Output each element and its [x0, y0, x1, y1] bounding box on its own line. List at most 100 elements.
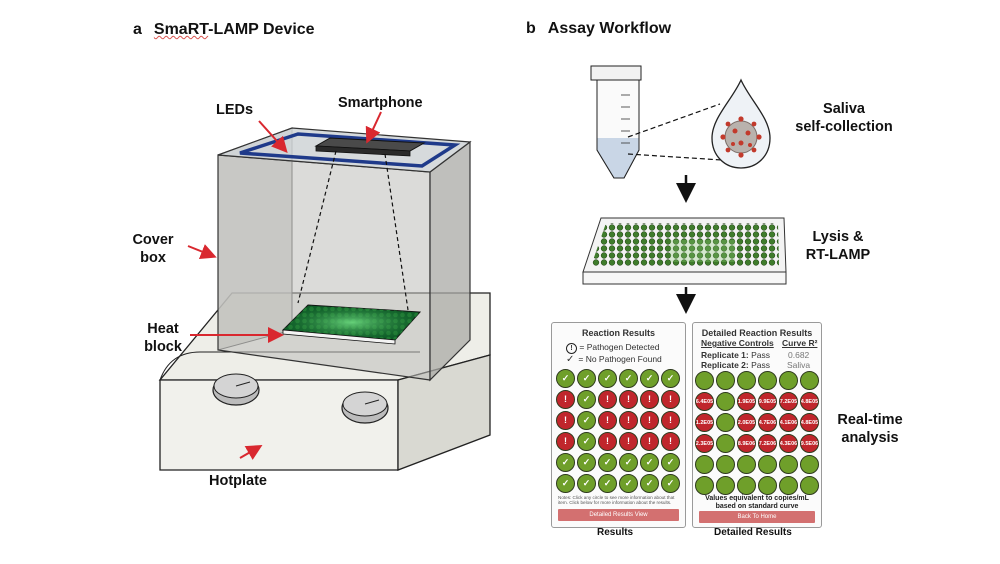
detail-well[interactable]: 4.7E06 — [758, 413, 777, 432]
detail-well[interactable] — [779, 476, 798, 495]
heat-block — [281, 304, 422, 345]
lysis-label: Lysis & RT-LAMP — [800, 228, 876, 264]
detail-well[interactable] — [800, 371, 819, 390]
detail-well[interactable]: 2.3E05 — [695, 434, 714, 453]
result-well[interactable]: ✓ — [640, 369, 659, 388]
result-well[interactable]: ! — [619, 411, 638, 430]
detail-well[interactable]: 4.8E05 — [800, 413, 819, 432]
detail-well[interactable]: 1.9E05 — [737, 392, 756, 411]
detail-well[interactable]: 7.2E05 — [779, 392, 798, 411]
result-well[interactable]: ✓ — [619, 474, 638, 493]
detail-well[interactable] — [716, 392, 735, 411]
result-well[interactable]: ✓ — [577, 369, 596, 388]
knob-left-icon — [212, 373, 260, 406]
result-well[interactable]: ✓ — [556, 369, 575, 388]
detail-well[interactable]: 1.2E05 — [695, 413, 714, 432]
result-well[interactable]: ! — [598, 432, 617, 451]
detail-well-value: 4.3E06 — [779, 440, 798, 447]
leds-label: LEDs — [216, 102, 254, 118]
result-well[interactable]: ! — [556, 411, 575, 430]
results-screen: Reaction Results ! = Pathogen Detected ✓… — [551, 322, 686, 528]
result-well[interactable]: ! — [598, 390, 617, 409]
cover-box-label: Cover box — [127, 231, 179, 267]
result-well[interactable]: ! — [619, 390, 638, 409]
result-well[interactable]: ✓ — [619, 453, 638, 472]
detail-well-value: 4.8E05 — [800, 419, 819, 426]
detail-well[interactable]: 9.5E06 — [800, 434, 819, 453]
detail-well[interactable] — [800, 476, 819, 495]
result-well[interactable]: ! — [556, 390, 575, 409]
result-well[interactable]: ✓ — [661, 453, 680, 472]
detail-well[interactable]: 4.8E05 — [800, 392, 819, 411]
result-well[interactable]: ! — [661, 411, 680, 430]
detail-well[interactable] — [737, 371, 756, 390]
checkmark-icon: ✓ — [582, 373, 591, 383]
checkmark-icon: ✓ — [582, 436, 591, 446]
detail-well[interactable] — [779, 371, 798, 390]
result-well[interactable]: ✓ — [619, 369, 638, 388]
detail-well[interactable] — [716, 434, 735, 453]
detail-well-value: 1.2E05 — [695, 419, 714, 426]
legend-none: ✓ = No Pathogen Found — [566, 354, 662, 365]
detail-footer: Values equivalent to copies/mL based on … — [697, 495, 817, 511]
result-well[interactable]: ✓ — [577, 432, 596, 451]
detail-well[interactable] — [737, 476, 756, 495]
detail-well[interactable] — [716, 413, 735, 432]
hotplate-label: Hotplate — [209, 473, 267, 489]
result-well[interactable]: ! — [661, 390, 680, 409]
detailed-results-button[interactable]: Detailed Results View — [558, 509, 679, 521]
result-well[interactable]: ✓ — [556, 474, 575, 493]
replicate-1: Replicate 1: Pass — [701, 350, 770, 360]
detail-well[interactable]: 7.2E06 — [758, 434, 777, 453]
smartphone-arrow — [365, 111, 382, 144]
result-well[interactable]: ✓ — [577, 411, 596, 430]
saliva-droplet-icon — [711, 78, 771, 169]
result-well[interactable]: ✓ — [661, 369, 680, 388]
detail-well[interactable] — [695, 455, 714, 474]
detail-well[interactable] — [695, 371, 714, 390]
detail-well[interactable]: 4.1E06 — [779, 413, 798, 432]
result-well[interactable]: ! — [619, 432, 638, 451]
detail-well-value: 2.0E05 — [737, 419, 756, 426]
detail-well[interactable]: 6.4E05 — [695, 392, 714, 411]
result-well[interactable]: ✓ — [577, 474, 596, 493]
result-well[interactable]: ✓ — [577, 390, 596, 409]
cover-box-label-line1: Cover — [132, 232, 174, 248]
result-well[interactable]: ✓ — [640, 453, 659, 472]
result-well[interactable]: ✓ — [661, 474, 680, 493]
result-well[interactable]: ! — [640, 432, 659, 451]
detail-well[interactable] — [737, 455, 756, 474]
back-to-home-button[interactable]: Back To Home — [699, 511, 815, 523]
result-well[interactable]: ! — [556, 432, 575, 451]
detail-well[interactable] — [716, 371, 735, 390]
checkmark-icon: ✓ — [582, 457, 591, 467]
leds-arrow — [258, 120, 288, 153]
result-well[interactable]: ✓ — [556, 453, 575, 472]
result-well[interactable]: ✓ — [598, 453, 617, 472]
detail-well[interactable]: 9.9E05 — [758, 392, 777, 411]
heat-block-label-line1: Heat — [147, 321, 179, 337]
result-well[interactable]: ! — [598, 411, 617, 430]
result-well[interactable]: ✓ — [598, 369, 617, 388]
detail-well[interactable]: 2.0E05 — [737, 413, 756, 432]
detail-well[interactable]: 4.3E06 — [779, 434, 798, 453]
detail-well[interactable] — [716, 476, 735, 495]
detail-well[interactable] — [758, 476, 777, 495]
result-well[interactable]: ! — [640, 390, 659, 409]
detail-footer-line1: Values equivalent to copies/mL — [705, 495, 809, 502]
result-well[interactable]: ✓ — [598, 474, 617, 493]
replicate-1-value: Pass — [751, 350, 770, 360]
result-well[interactable]: ! — [661, 432, 680, 451]
result-well[interactable]: ✓ — [577, 453, 596, 472]
detail-well[interactable] — [779, 455, 798, 474]
detail-well[interactable] — [758, 371, 777, 390]
detail-well[interactable] — [758, 455, 777, 474]
result-well[interactable]: ! — [640, 411, 659, 430]
result-well[interactable]: ✓ — [640, 474, 659, 493]
detail-well[interactable] — [716, 455, 735, 474]
detail-well[interactable] — [800, 455, 819, 474]
detail-well[interactable]: 8.9E06 — [737, 434, 756, 453]
detail-well[interactable] — [695, 476, 714, 495]
